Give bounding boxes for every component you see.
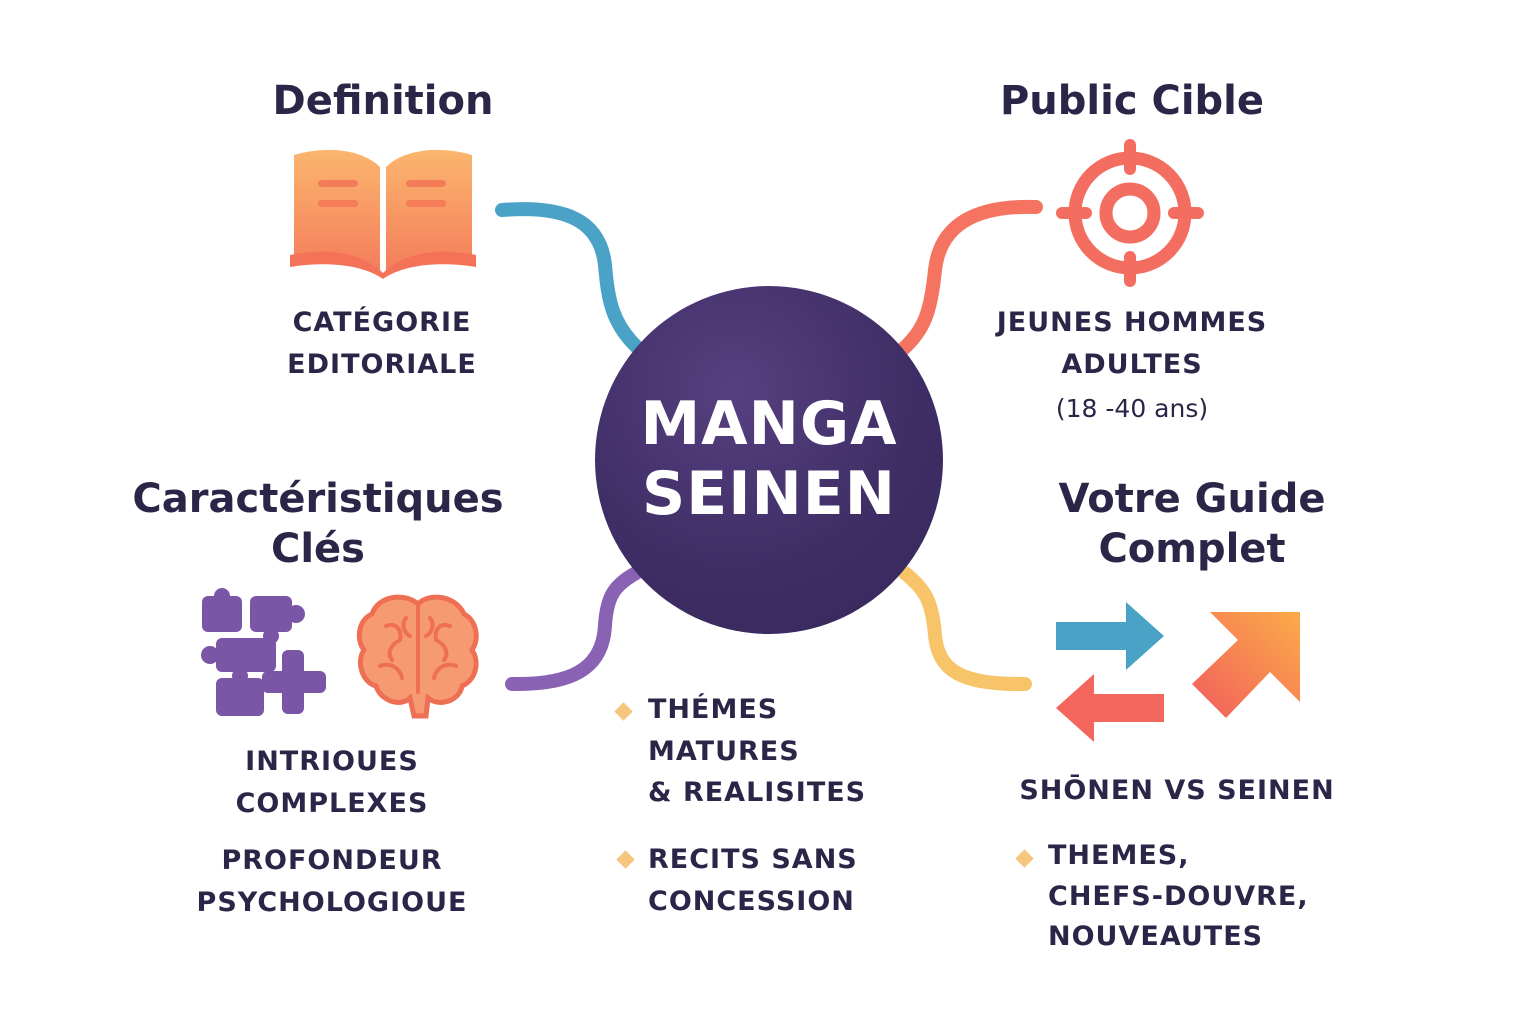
public-cible-line-2: ADULTES: [1061, 349, 1203, 380]
definition-title: Definition: [272, 78, 494, 124]
public-cible-line-1: JEUNES HOMMES: [996, 307, 1268, 338]
brain-icon: [356, 594, 479, 719]
definition-line-2: EDITORIALE: [287, 349, 477, 380]
themes-item-1-line-1: THÉMES: [648, 694, 779, 725]
guide-item-line-2: CHEFS-DOUVRE,: [1048, 881, 1309, 912]
center-title-line-1: MANGA: [640, 389, 898, 459]
guide-item-line-3: NOUVEAUTES: [1048, 921, 1264, 952]
caracteristiques-item-1-line-2: COMPLEXES: [235, 788, 429, 819]
puzzle-icon: [201, 588, 326, 716]
public-cible-title: Public Cible: [999, 78, 1265, 124]
connector-caracteristiques: [505, 566, 643, 692]
guide-item-line-1: THEMES,: [1048, 840, 1190, 871]
themes-item-1-line-3: & REALISITES: [648, 777, 867, 808]
themes-item-2-line-1: RECITS SANS: [648, 844, 858, 875]
connector-definition: [495, 202, 647, 357]
caracteristiques-item-2-line-1: PROFONDEUR: [221, 845, 443, 876]
open-book-icon: [290, 149, 476, 279]
guide-title-line-1: Votre Guide: [1058, 476, 1326, 522]
swap-arrows-icon: [1056, 602, 1164, 742]
center-title-line-2: SEINEN: [642, 459, 896, 529]
center-node: MANGA SEINEN: [595, 286, 943, 634]
public-cible-age: (18 -40 ans): [1055, 394, 1209, 423]
guide-comparison: SHŌNEN VS SEINEN: [1019, 775, 1335, 806]
caracteristiques-item-1-line-1: INTRIOUES: [245, 746, 419, 777]
caracteristiques-item-2-line-2: PSYCHOLOGIOUE: [196, 887, 468, 918]
definition-line-1: CATÉGORIE: [292, 307, 472, 338]
caracteristiques-title-line-1: Caractéristiques: [132, 476, 504, 522]
themes-item-1-line-2: MATURES: [648, 736, 800, 767]
target-icon: [1056, 139, 1204, 287]
connector-guide: [898, 566, 1032, 692]
diagonal-arrow-icon: [1192, 612, 1300, 718]
themes-item-2-line-2: CONCESSION: [648, 886, 855, 917]
guide-title-line-2: Complet: [1098, 526, 1286, 572]
caracteristiques-title-line-2: Clés: [270, 526, 365, 572]
connector-public-cible: [895, 199, 1043, 357]
